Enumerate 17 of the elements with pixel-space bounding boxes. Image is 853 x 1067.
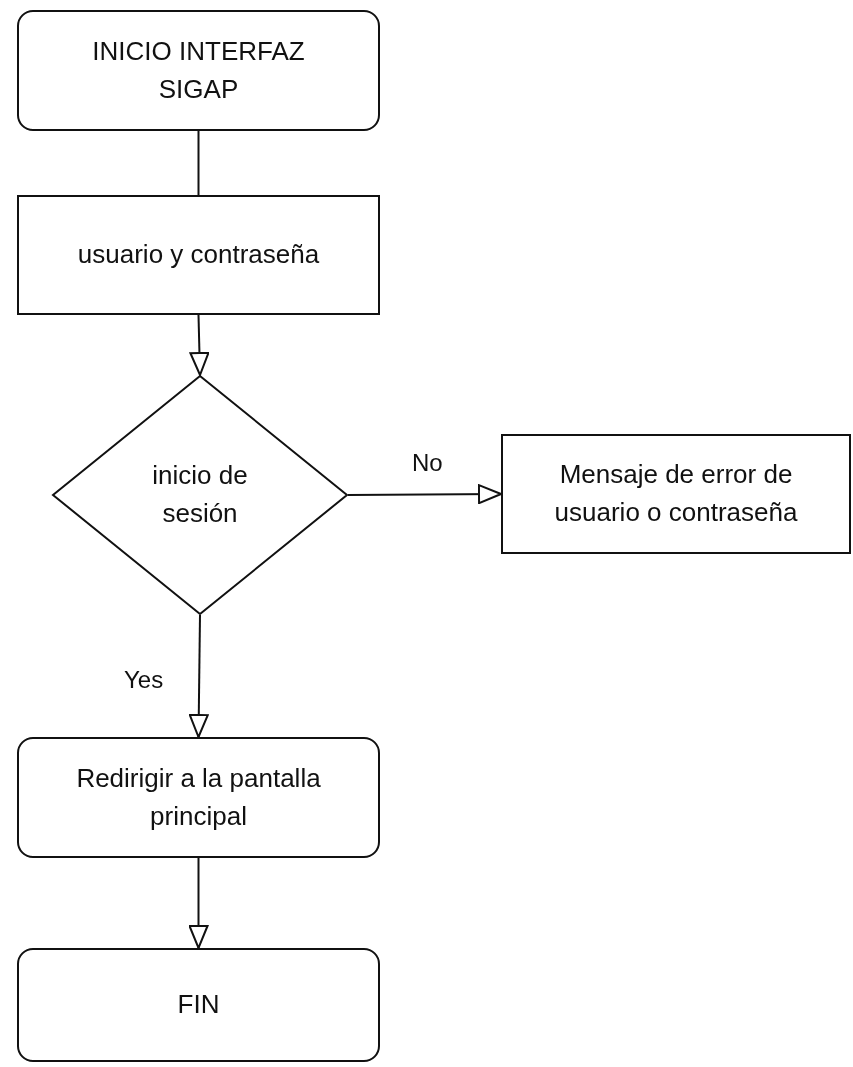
arrow — [189, 314, 210, 376]
process-box — [17, 195, 380, 315]
node-text: INICIO INTERFAZ SIGAP — [91, 34, 306, 106]
node-text: Redirigir a la pantalla principal — [75, 761, 322, 833]
arrow — [188, 857, 209, 949]
terminal-box — [17, 737, 380, 858]
node-text: usuario y contraseña — [76, 238, 321, 272]
arrow — [188, 614, 209, 738]
node-text: Mensaje de error de usuario o contraseña — [553, 458, 799, 529]
connector-line — [197, 130, 200, 196]
terminal-box — [17, 10, 380, 131]
decision-diamond — [52, 375, 348, 615]
process-box — [501, 434, 851, 554]
arrow — [347, 484, 502, 505]
terminal-box — [17, 948, 380, 1062]
node-text: FIN — [176, 988, 221, 1022]
node-text: inicio de sesión — [151, 459, 249, 530]
